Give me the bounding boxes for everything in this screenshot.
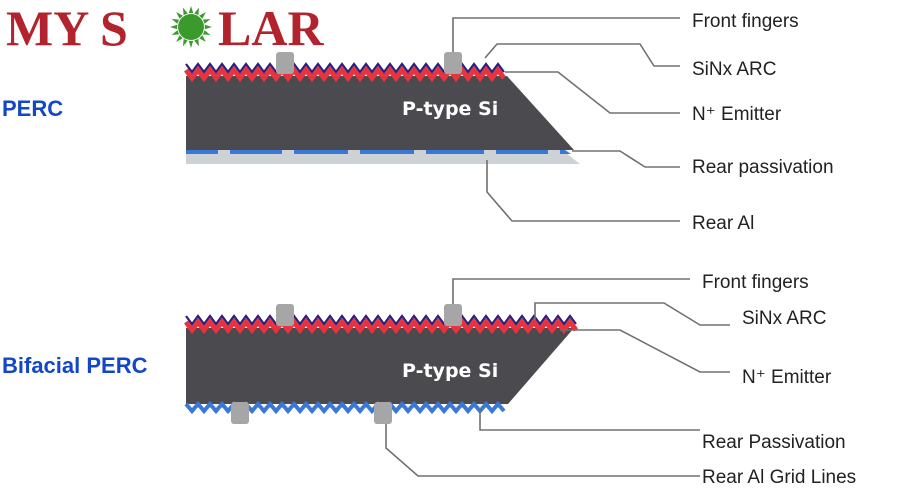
sun-ray xyxy=(202,18,211,24)
sun-ray xyxy=(188,40,194,48)
sun-ray xyxy=(204,24,212,30)
bifacial-callout-emitter: N⁺ Emitter xyxy=(742,367,832,388)
bifacial-sinx-arc-layer xyxy=(185,314,577,326)
perc-silicon-bulk xyxy=(186,76,574,150)
sun-ray xyxy=(194,7,200,16)
sun-ray xyxy=(188,6,194,14)
sun-ray xyxy=(171,30,180,36)
perc-cell-label: P-type Si xyxy=(402,98,498,120)
sun-ray xyxy=(182,7,188,16)
bifacial-callout-front-fingers: Front fingers xyxy=(702,272,809,293)
perc-callout-sinx-arc: SiNx ARC xyxy=(692,59,776,80)
sun-ray xyxy=(199,12,206,19)
mysolar-logo: MY S LAR xyxy=(6,0,324,56)
sun-ray xyxy=(194,38,200,47)
bifacial-rear-al-grid xyxy=(231,402,249,424)
bifacial-emitter-layer xyxy=(184,317,578,335)
perc-rear-local-contact xyxy=(218,147,230,155)
sun-icon xyxy=(170,6,212,48)
perc-leader-front-fingers xyxy=(452,17,680,52)
perc-rear-local-contact xyxy=(282,147,294,155)
perc-rear-local-contact xyxy=(484,147,496,155)
bifacial-rear-al-grid xyxy=(374,402,392,424)
sun-ray xyxy=(182,38,188,47)
bifacial-silicon-bulk xyxy=(186,328,574,404)
perc-leader-sinx-arc xyxy=(484,43,680,67)
sun-ray xyxy=(202,30,211,36)
bifacial-perc-cell: Bifacial PERC P-type Si Front fingers Si… xyxy=(2,272,856,488)
bifacial-leader-sinx-arc xyxy=(534,302,730,326)
bifacial-leader-emitter xyxy=(560,329,730,373)
bifacial-front-finger xyxy=(276,304,294,326)
sun-ray xyxy=(176,35,183,42)
sun-ray xyxy=(170,24,178,30)
perc-rear-local-contacts xyxy=(218,147,560,155)
bifacial-callout-rear-passivation: Rear Passivation xyxy=(702,432,846,453)
sun-ray xyxy=(199,35,206,42)
bifacial-cell-label: P-type Si xyxy=(402,360,498,382)
bifacial-front-finger xyxy=(444,304,462,326)
perc-rear-al-layer xyxy=(186,153,580,164)
perc-callout-emitter: N⁺ Emitter xyxy=(692,104,782,125)
bifacial-callout-sinx-arc: SiNx ARC xyxy=(742,308,826,329)
perc-leader-rear-passivation xyxy=(572,150,680,168)
perc-callout-rear-al: Rear Al xyxy=(692,213,754,234)
bifacial-leader-front-fingers xyxy=(452,278,690,304)
perc-leader-emitter xyxy=(505,71,680,114)
bifacial-leader-rear-passivation xyxy=(479,410,700,431)
perc-side-label: PERC xyxy=(2,96,63,121)
perc-leader-rear-al xyxy=(486,160,680,222)
perc-rear-local-contact xyxy=(348,147,360,155)
perc-rear-local-contact xyxy=(548,147,560,155)
perc-cell: PERC P-type Si Front fingers SiNx ARC N⁺… xyxy=(2,11,834,234)
bifacial-callout-rear-al-grid: Rear Al Grid Lines xyxy=(702,467,856,488)
logo-text-right: LAR xyxy=(218,0,324,56)
bifacial-side-label: Bifacial PERC xyxy=(2,353,148,378)
perc-front-finger xyxy=(444,52,462,74)
sun-ray xyxy=(171,18,180,24)
perc-rear-local-contact xyxy=(414,147,426,155)
perc-callout-front-fingers: Front fingers xyxy=(692,11,799,32)
sun-ray xyxy=(176,12,183,19)
perc-front-finger xyxy=(276,52,294,74)
bifacial-leader-rear-al-grid xyxy=(385,424,700,477)
logo-text-left: MY S xyxy=(6,0,128,56)
perc-callout-rear-passivation: Rear passivation xyxy=(692,157,834,178)
